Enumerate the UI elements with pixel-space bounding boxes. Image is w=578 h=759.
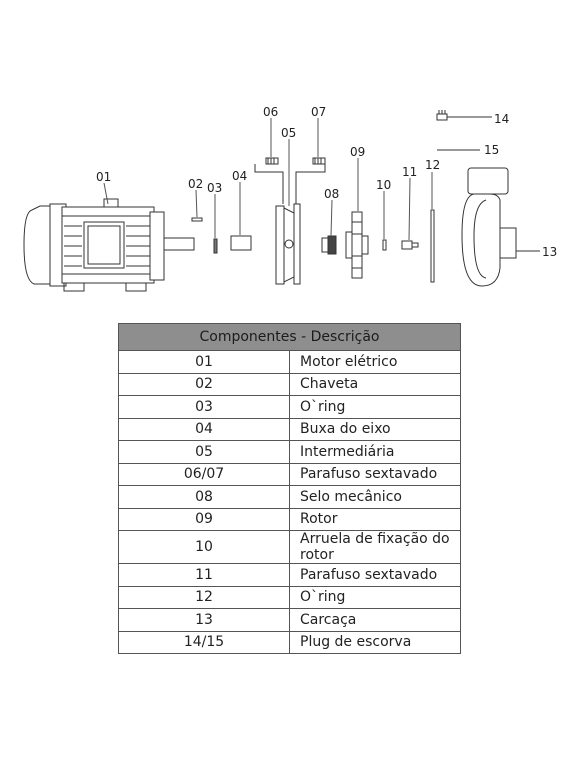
- row-description: Selo mecânico: [289, 485, 461, 509]
- exploded-view-drawing: [23, 110, 540, 292]
- callout-10: 10: [376, 178, 392, 192]
- table-header: Componentes - Descrição: [118, 323, 461, 351]
- callout-13: 13: [542, 245, 558, 259]
- callout-11: 11: [402, 165, 418, 179]
- row-code: 01: [118, 350, 290, 374]
- callout-06: 06: [263, 105, 279, 119]
- row-code: 13: [118, 608, 290, 632]
- row-code: 12: [118, 585, 290, 609]
- motor-drawing: [23, 198, 195, 292]
- callout-01: 01: [96, 170, 112, 184]
- intermediate-drawing: [275, 203, 301, 285]
- row-description: Intermediária: [289, 440, 461, 464]
- row-code: 08: [118, 485, 290, 509]
- row-code: 14/15: [118, 630, 290, 654]
- row-description: Chaveta: [289, 372, 461, 396]
- row-description: Arruela de fixação do rotor: [289, 530, 461, 564]
- impeller-drawing: [345, 211, 369, 279]
- impeller-screw-drawing: [401, 240, 419, 250]
- row-code: 09: [118, 507, 290, 531]
- callout-02: 02: [188, 177, 204, 191]
- callout-09: 09: [350, 145, 366, 159]
- callout-04: 04: [232, 169, 248, 183]
- callout-14: 14: [494, 112, 510, 126]
- row-description: Rotor: [289, 507, 461, 531]
- screws-top-drawing: [254, 157, 326, 204]
- row-description: Parafuso sextavado: [289, 462, 461, 486]
- leader-lines: [103, 118, 433, 241]
- row-description: Plug de escorva: [289, 630, 461, 654]
- row-code: 03: [118, 395, 290, 419]
- priming-plug-drawing: [436, 110, 492, 151]
- row-code: 11: [118, 563, 290, 587]
- oring-large-drawing: [430, 209, 435, 283]
- row-description: Carcaça: [289, 608, 461, 632]
- callout-03: 03: [207, 181, 223, 195]
- table-header-row: Componentes - Descrição: [118, 323, 461, 351]
- callout-12: 12: [425, 158, 441, 172]
- row-code: 10: [118, 530, 290, 564]
- bushing-drawing: [230, 235, 252, 251]
- callout-05: 05: [281, 126, 297, 140]
- row-description: Buxa do eixo: [289, 417, 461, 441]
- key-drawing: [191, 217, 203, 222]
- pump-casing-drawing: [461, 167, 540, 287]
- row-code: 06/07: [118, 462, 290, 486]
- washer-drawing: [382, 239, 387, 251]
- row-code: 04: [118, 417, 290, 441]
- row-description: Motor elétrico: [289, 350, 461, 374]
- oring-small-drawing: [213, 238, 218, 254]
- seal-drawing: [321, 235, 337, 255]
- exploded-view-diagram: 01 02 03 04 05 06 07 08 09 10 11 12 13 1…: [0, 0, 578, 310]
- row-description: O`ring: [289, 585, 461, 609]
- row-description: O`ring: [289, 395, 461, 419]
- callout-08: 08: [324, 187, 340, 201]
- row-description: Parafuso sextavado: [289, 563, 461, 587]
- row-code: 05: [118, 440, 290, 464]
- callout-07: 07: [311, 105, 327, 119]
- row-code: 02: [118, 372, 290, 396]
- callout-15: 15: [484, 143, 500, 157]
